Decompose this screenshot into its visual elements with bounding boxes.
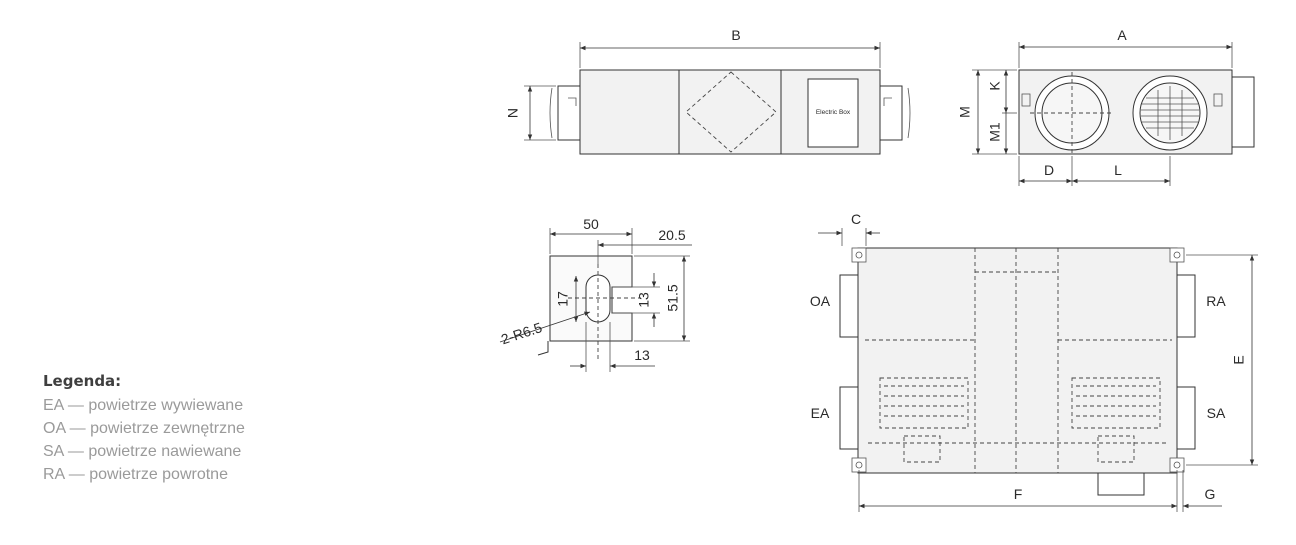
dim-13-v-label: 13 [636, 292, 652, 308]
legend: Legenda: EA — powietrze wywiewane OA — p… [43, 372, 343, 486]
dim-f-label: F [1014, 486, 1023, 502]
top-housing [857, 247, 1178, 474]
legend-item-ea: EA — powietrze wywiewane [43, 397, 244, 414]
top-right-grille [1071, 377, 1161, 429]
front-left-collar [557, 85, 581, 141]
electric-box-label: Electric Box [816, 109, 851, 116]
legend-item-oa: OA — powietrze zewnętrzne [43, 420, 245, 437]
bracket-slot [585, 274, 611, 323]
port-ea-label: EA [811, 405, 830, 421]
dim-l-label: L [1114, 162, 1122, 178]
bracket-detail: 50 20.5 51.5 13 17 2-R6.5 13 [499, 216, 692, 372]
dim-k-label: K [987, 81, 1003, 91]
dim-e-label: E [1231, 355, 1247, 364]
front-right-collar [879, 85, 903, 141]
dim-m-label: M [957, 106, 973, 118]
dim-13-h-label: 13 [634, 347, 650, 363]
drain-stub [1097, 472, 1145, 496]
dim-50-label: 50 [583, 216, 599, 232]
dim-b-label: B [731, 27, 740, 43]
top-left-grille [879, 377, 969, 429]
filter-diamond [685, 71, 777, 153]
port-oa-label: OA [810, 293, 831, 309]
top-view: OA EA RA SA C E F G [810, 211, 1258, 512]
port-sa-collar [1176, 386, 1196, 450]
dim-51-5-label: 51.5 [665, 284, 681, 311]
dim-17-label: 17 [555, 291, 571, 307]
side-right-stub [1231, 76, 1255, 148]
port-sa-label: SA [1207, 405, 1226, 421]
dim-20-5-label: 20.5 [658, 227, 685, 243]
legend-item-ra: RA — powietrze powrotne [43, 466, 228, 483]
dim-n-label: N [505, 108, 521, 118]
legend-item-sa: SA — powietrze nawiewane [43, 443, 242, 460]
dim-radius-leader [499, 311, 591, 343]
port-oa-collar [839, 274, 859, 338]
dim-m1-label: M1 [987, 122, 1003, 142]
legend-title: Legenda: [43, 372, 122, 390]
dim-c-label: C [851, 211, 861, 227]
port-ra-label: RA [1206, 293, 1226, 309]
electric-box [807, 78, 859, 148]
dim-d-label: D [1044, 162, 1054, 178]
dim-g-label: G [1205, 486, 1216, 502]
port-ea-collar [839, 386, 859, 450]
port-ra-collar [1176, 274, 1196, 338]
dim-a-label: A [1117, 27, 1127, 43]
front-view: Electric Box B N [505, 27, 911, 155]
dim-radius-label: 2-R6.5 [499, 319, 544, 347]
side-view: A M K M1 D L [957, 27, 1255, 186]
